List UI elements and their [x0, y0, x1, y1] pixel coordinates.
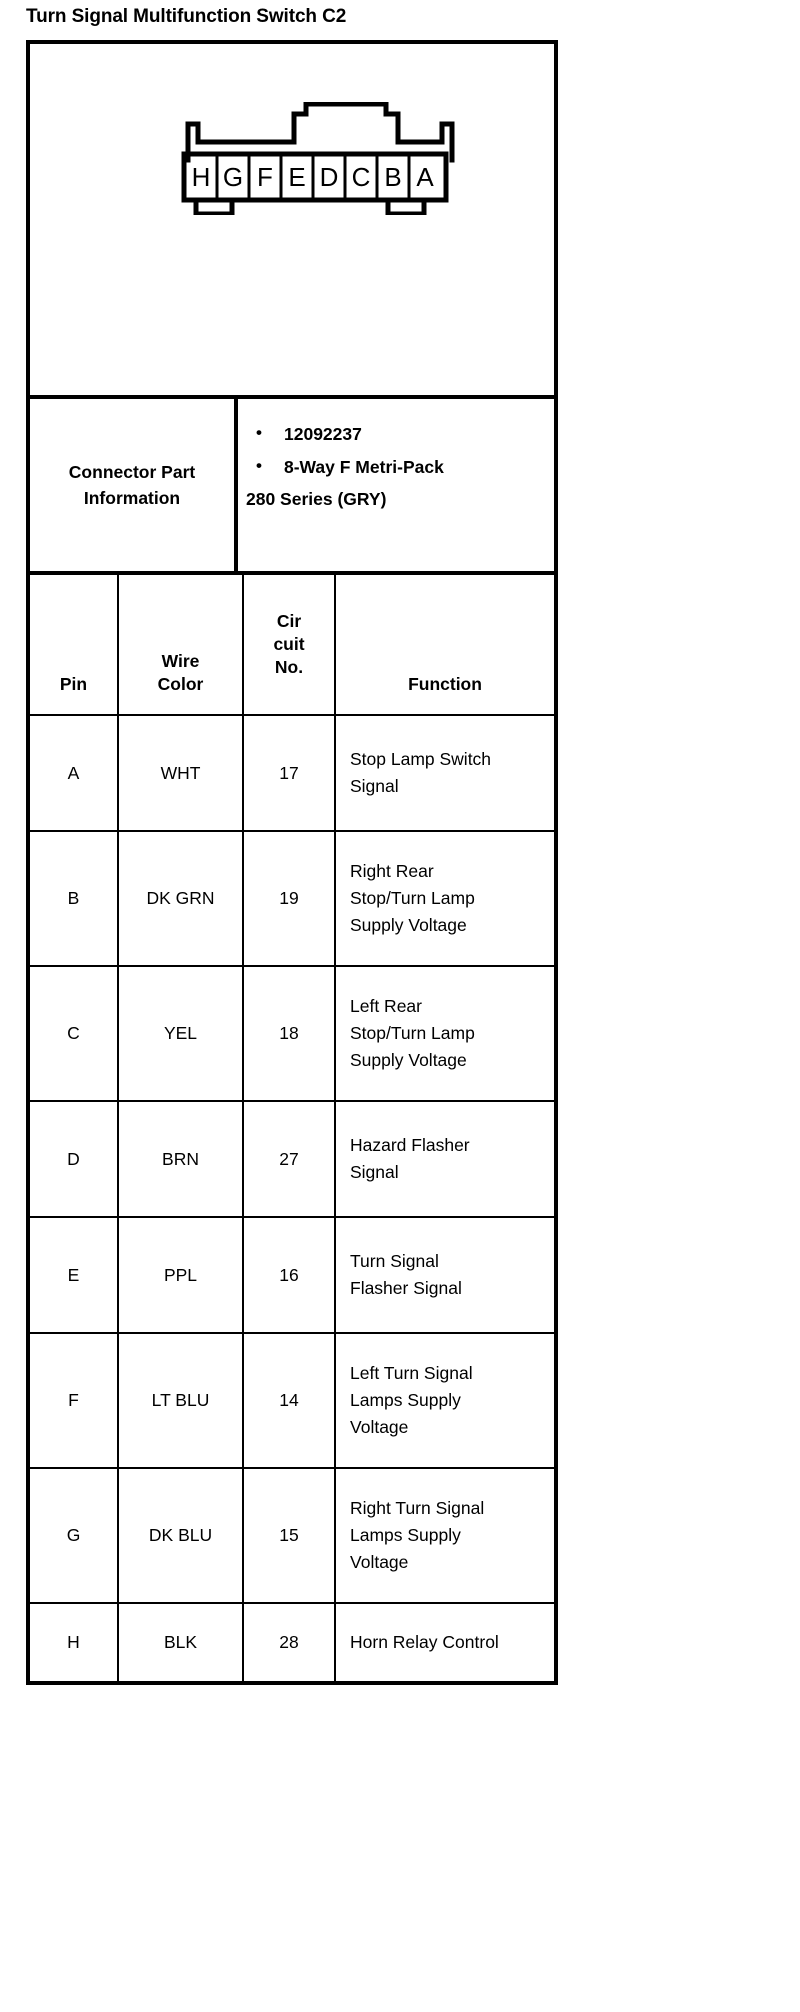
- cell-circuit-no: 18: [242, 965, 336, 1102]
- cell-wire-color: BRN: [117, 1100, 244, 1218]
- connector-part-number: 12092237: [284, 424, 362, 444]
- connector-part-information-section: Connector Part Information • 12092237 • …: [30, 399, 554, 575]
- cell-wire-color: BLK: [117, 1602, 244, 1681]
- wire-header-line-2: Color: [157, 673, 204, 694]
- function-line: Turn Signal: [350, 1250, 439, 1271]
- cell-wire-color: DK GRN: [117, 830, 244, 967]
- list-item: • 8-Way F Metri-Pack: [246, 454, 546, 481]
- cell-circuit-no: 17: [242, 714, 336, 832]
- cavity-label-e: E: [288, 162, 305, 192]
- connector-part-information-label: Connector Part Information: [30, 399, 238, 571]
- cavity-label-d: D: [320, 162, 339, 192]
- function-line: Left Turn Signal: [350, 1362, 473, 1383]
- page-title: Turn Signal Multifunction Switch C2: [26, 6, 347, 27]
- cir-header-line-2: cuit: [273, 633, 305, 654]
- function-line: Right Rear: [350, 860, 434, 881]
- function-line: Lamps Supply: [350, 1524, 461, 1545]
- cell-circuit-no: 28: [242, 1602, 336, 1681]
- column-header-function: Function: [334, 575, 554, 716]
- function-line: Signal: [350, 776, 399, 796]
- cell-pin: F: [30, 1332, 119, 1469]
- cell-circuit-no: 27: [242, 1100, 336, 1218]
- cir-header-line-1: Cir: [276, 610, 302, 631]
- connector-face-diagram: H G F E D C B A: [174, 102, 456, 215]
- connector-illustration-pane: H G F E D C B A: [30, 44, 554, 399]
- function-line: Supply Voltage: [350, 915, 467, 936]
- cavity-label-a: A: [416, 162, 434, 192]
- cell-circuit-no: 15: [242, 1467, 336, 1604]
- cell-wire-color: PPL: [117, 1216, 244, 1334]
- cavity-label-b: B: [384, 162, 401, 192]
- function-line: Hazard Flasher: [350, 1134, 470, 1155]
- cell-pin: D: [30, 1100, 119, 1218]
- connector-series-continuation: 280 Series (GRY): [246, 489, 387, 510]
- function-line: Signal: [350, 1162, 399, 1182]
- cavity-label-g: G: [223, 162, 243, 192]
- cir-header-line-3: No.: [274, 657, 304, 678]
- connector-part-information-body: • 12092237 • 8-Way F Metri-Pack 280 Seri…: [238, 399, 554, 571]
- cell-function: Horn Relay Control: [334, 1602, 554, 1681]
- cell-circuit-no: 14: [242, 1332, 336, 1469]
- function-line: Horn Relay Control: [350, 1631, 499, 1652]
- cell-wire-color: YEL: [117, 965, 244, 1102]
- cpi-label-line-2: Information: [83, 488, 181, 508]
- cell-wire-color: DK BLU: [117, 1467, 244, 1604]
- column-header-circuit-no: Cir cuit No.: [242, 575, 336, 716]
- column-header-pin: Pin: [30, 575, 119, 716]
- function-line: Flasher Signal: [350, 1278, 462, 1298]
- function-line: Lamps Supply: [350, 1389, 461, 1410]
- bullet-icon: •: [256, 455, 262, 475]
- cavity-label-f: F: [257, 162, 273, 192]
- cell-circuit-no: 16: [242, 1216, 336, 1334]
- cell-wire-color: WHT: [117, 714, 244, 832]
- cell-pin: B: [30, 830, 119, 967]
- cpi-label-line-1: Connector Part: [68, 461, 196, 482]
- function-line: Left Rear: [350, 995, 422, 1016]
- connector-info-frame: H G F E D C B A Connector Part Inform: [26, 40, 558, 1685]
- connector-part-bullet-list: • 12092237 • 8-Way F Metri-Pack: [246, 421, 546, 480]
- function-line: Right Turn Signal: [350, 1497, 485, 1518]
- column-header-wire-color: Wire Color: [117, 575, 244, 716]
- function-line: Supply Voltage: [350, 1050, 467, 1071]
- cavity-label-c: C: [352, 162, 371, 192]
- cell-pin: E: [30, 1216, 119, 1334]
- function-line: Stop/Turn Lamp: [350, 887, 475, 908]
- function-line: Stop/Turn Lamp: [350, 1022, 475, 1043]
- function-line: Voltage: [350, 1417, 409, 1438]
- cell-pin: C: [30, 965, 119, 1102]
- bullet-icon: •: [256, 423, 262, 442]
- list-item: • 12092237: [246, 421, 546, 448]
- cell-pin: H: [30, 1602, 119, 1681]
- cell-pin: A: [30, 714, 119, 832]
- wire-header-line-1: Wire: [161, 650, 200, 671]
- cell-wire-color: LT BLU: [117, 1332, 244, 1469]
- cavity-label-h: H: [192, 162, 211, 192]
- connector-type: 8-Way F Metri-Pack: [284, 456, 444, 477]
- cell-pin: G: [30, 1467, 119, 1604]
- function-line: Stop Lamp Switch: [350, 748, 492, 769]
- cell-circuit-no: 19: [242, 830, 336, 967]
- table-header-row: Pin Wire Color Cir cuit No. Function: [30, 575, 554, 716]
- function-line: Voltage: [350, 1552, 409, 1573]
